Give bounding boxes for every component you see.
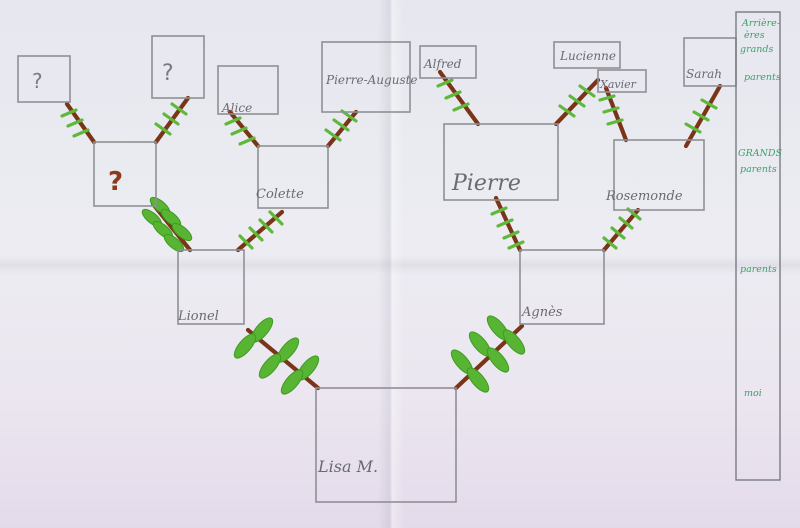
- person-box-father: Lionel: [177, 249, 245, 325]
- person-name-ggp-1: ?: [32, 69, 43, 93]
- person-name-father: Lionel: [177, 309, 219, 324]
- person-box-ggp-6: Lucienne: [553, 41, 621, 69]
- person-box-ggp-8: Sarah: [683, 37, 737, 87]
- gen-label-ggp-line4: parents: [744, 72, 781, 83]
- person-box-ggp-4: Pierre-Auguste: [321, 41, 418, 113]
- person-name-grandmother-maternal: Rosemonde: [605, 189, 683, 204]
- gen-label-ggp-line1: Arrière-: [741, 18, 780, 29]
- branch-mother-grandfather: [490, 195, 525, 253]
- branch-gf2-ggp5: [436, 69, 481, 127]
- branch-father-grandmother: [235, 209, 285, 253]
- gen-label-ggp-line3: grands: [740, 44, 773, 55]
- person-box-ggp-2: ?: [151, 35, 205, 99]
- gen-label-gp-line2: parents: [740, 164, 777, 175]
- person-box-ggp-3: Alice: [217, 65, 279, 115]
- person-name-ggp-5: Alfred: [423, 57, 462, 71]
- person-name-grandmother-paternal: Colette: [256, 187, 304, 202]
- person-name-ggp-8: Sarah: [686, 67, 722, 81]
- person-box-mother: Agnès: [519, 249, 605, 325]
- branch-gm1-ggp4: [324, 109, 359, 149]
- gen-label-ggp-line2: ères: [744, 30, 765, 41]
- person-box-ggp-5: Alfred: [419, 45, 477, 79]
- paper-vertical-fold: [378, 0, 404, 528]
- person-name-ggp-7: Xavier: [599, 78, 637, 91]
- branch-moi-mother: [450, 315, 526, 393]
- person-name-ggp-4: Pierre-Auguste: [325, 73, 418, 87]
- person-name-ggp-2: ?: [162, 61, 174, 86]
- branch-father-grandfather: [141, 196, 193, 253]
- person-box-ggp-7: Xavier: [597, 69, 647, 93]
- paper-horizontal-fold: [0, 256, 800, 274]
- person-box-ggp-1: ?: [17, 55, 71, 103]
- branch-gm2-ggp8: [683, 83, 723, 149]
- person-box-moi: Lisa M.: [315, 387, 457, 503]
- person-name-grandfather-maternal: Pierre: [451, 171, 521, 196]
- branch-gf1-ggp1: [60, 101, 97, 145]
- branch-gf1-ggp2: [153, 95, 191, 145]
- branch-gm1-ggp3: [224, 109, 261, 149]
- branch-mother-grandmother: [601, 207, 642, 253]
- person-box-grandfather-paternal: ?: [93, 141, 157, 207]
- branch-moi-father: [233, 317, 321, 395]
- person-name-grandfather-paternal: ?: [108, 167, 123, 197]
- person-name-moi: Lisa M.: [317, 457, 378, 476]
- generation-sidebar: Arrière- ères grands parents GRANDS pare…: [735, 11, 783, 481]
- person-name-ggp-6: Lucienne: [559, 49, 616, 63]
- gen-label-parents: parents: [740, 264, 777, 275]
- person-box-grandmother-paternal: Colette: [256, 145, 329, 209]
- person-name-ggp-3: Alice: [221, 101, 252, 115]
- gen-label-moi: moi: [744, 388, 762, 399]
- branch-gf2-ggp6: [553, 77, 601, 127]
- person-name-mother: Agnès: [521, 305, 563, 320]
- branch-gm2-ggp7: [598, 85, 629, 143]
- person-box-grandfather-maternal: Pierre: [443, 123, 559, 201]
- person-box-grandmother-maternal: Rosemonde: [605, 139, 705, 211]
- gen-label-gp-line1: GRANDS: [738, 148, 783, 159]
